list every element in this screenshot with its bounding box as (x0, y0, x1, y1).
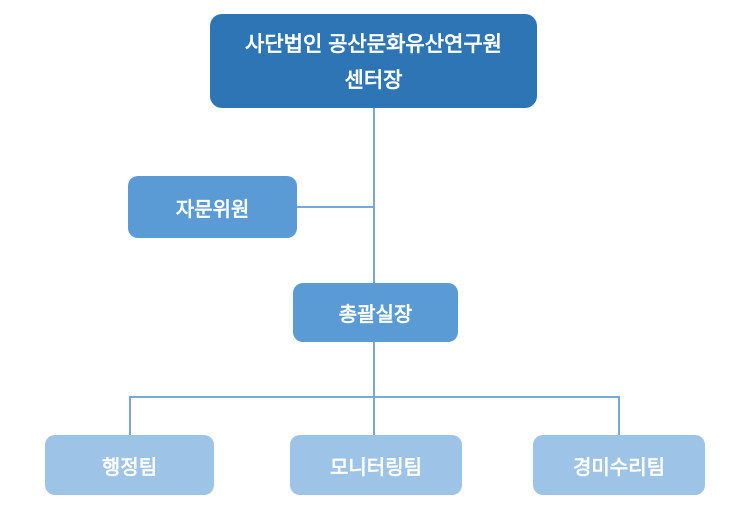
org-box-team-minor-repair: 경미수리팀 (533, 435, 705, 495)
connector-manager-to-teams (373, 342, 375, 397)
org-box-center-head: 사단법인 공산문화유산연구원 센터장 (210, 14, 537, 108)
org-box-center-head-line2: 센터장 (344, 69, 403, 92)
connector-advisor-branch (297, 206, 374, 208)
org-box-team-monitoring: 모니터링팀 (290, 435, 462, 495)
org-box-advisor: 자문위원 (128, 176, 297, 238)
org-box-manager: 총괄실장 (293, 283, 458, 342)
org-box-advisor-label: 자문위원 (175, 198, 250, 221)
org-box-team-admin-label: 행정팀 (101, 456, 158, 479)
org-box-team-monitoring-label: 모니터링팀 (330, 456, 422, 479)
org-box-manager-label: 총괄실장 (338, 304, 413, 326)
org-box-team-minor-repair-label: 경미수리팀 (573, 456, 665, 479)
connector-drop-team-1 (129, 396, 131, 435)
connector-root-to-manager (373, 108, 375, 283)
connector-drop-team-3 (618, 396, 620, 435)
org-box-team-admin: 행정팀 (45, 435, 214, 495)
connector-drop-team-2 (373, 396, 375, 435)
org-box-center-head-line1: 사단법인 공산문화유산연구원 (245, 33, 502, 56)
